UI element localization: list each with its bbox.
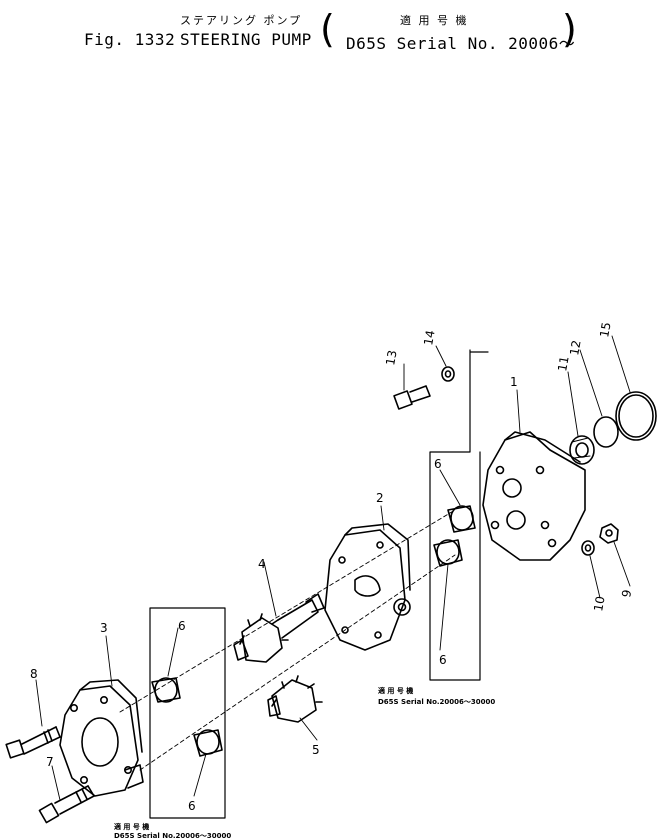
part-6-bearing-lower-b (193, 729, 223, 757)
applicability-notes: 適 用 号 機 D65S Serial No.20006～30000 適 用 号… (114, 686, 495, 840)
bracket-frame-lower (149, 607, 226, 819)
callout-7: 7 (46, 755, 54, 769)
part-14-washer (441, 366, 455, 382)
part-10-washer (581, 540, 595, 556)
figure-title: STEERING PUMP (180, 30, 312, 49)
part-12-snap-ring (593, 416, 619, 448)
figure-number: Fig. 1332 (84, 30, 176, 49)
callout-2: 2 (376, 491, 384, 505)
part-4-drive-shaft-gear (233, 593, 325, 663)
callout-9: 9 (619, 589, 634, 599)
callout-6a: 6 (434, 457, 442, 471)
callout-14: 14 (421, 329, 437, 346)
callout-numbers: 1 2 3 4 5 6 6 6 6 7 8 9 10 11 12 13 14 1… (30, 321, 634, 813)
part-8-bolt (5, 726, 61, 759)
bracket-frame-upper (429, 349, 489, 681)
part-6-bearing-lower-a (151, 677, 181, 703)
callout-11: 11 (555, 355, 571, 372)
callout-12: 12 (567, 339, 583, 356)
callout-1: 1 (510, 375, 518, 389)
callout-10: 10 (591, 595, 607, 612)
part-13-bolt (393, 385, 431, 410)
callout-6b: 6 (439, 653, 447, 667)
part-5-driven-gear (267, 675, 323, 723)
callout-3: 3 (100, 621, 108, 635)
callout-6d: 6 (188, 799, 196, 813)
axis-line-2 (139, 554, 456, 771)
figure-header: ステアリング ポンプ Fig. 1332 STEERING PUMP ( 適 用… (0, 0, 658, 60)
callout-15: 15 (597, 321, 613, 338)
callout-8: 8 (30, 667, 38, 681)
note-upper-en: D65S Serial No.20006～30000 (378, 698, 495, 706)
part-3-front-cover (59, 679, 144, 797)
callout-6c: 6 (178, 619, 186, 633)
note-lower-en: D65S Serial No.20006～30000 (114, 832, 231, 840)
applicable-serial: D65S Serial No. 20006～ (346, 34, 576, 53)
applicable-japanese: 適 用 号 機 (400, 14, 469, 27)
part-15-o-ring (615, 391, 657, 441)
note-lower-jp: 適 用 号 機 (114, 822, 149, 831)
axis-line-1 (119, 509, 456, 713)
callout-4: 4 (258, 557, 266, 571)
open-paren: ( (320, 7, 335, 51)
callout-5: 5 (312, 743, 320, 757)
part-1-rear-cover (482, 431, 586, 561)
close-paren: ) (562, 7, 577, 51)
part-11-oil-seal (569, 435, 595, 465)
part-6-bearing-upper-a (447, 505, 476, 533)
leader-lines (35, 335, 631, 801)
title-japanese: ステアリング ポンプ (180, 14, 303, 27)
callout-13: 13 (383, 349, 399, 366)
part-2-pump-body (324, 523, 411, 651)
part-9-nut (599, 523, 619, 544)
part-6-bearing-upper-b (433, 539, 463, 567)
part-7-bolt (38, 785, 95, 824)
note-upper-jp: 適 用 号 機 (378, 686, 413, 695)
